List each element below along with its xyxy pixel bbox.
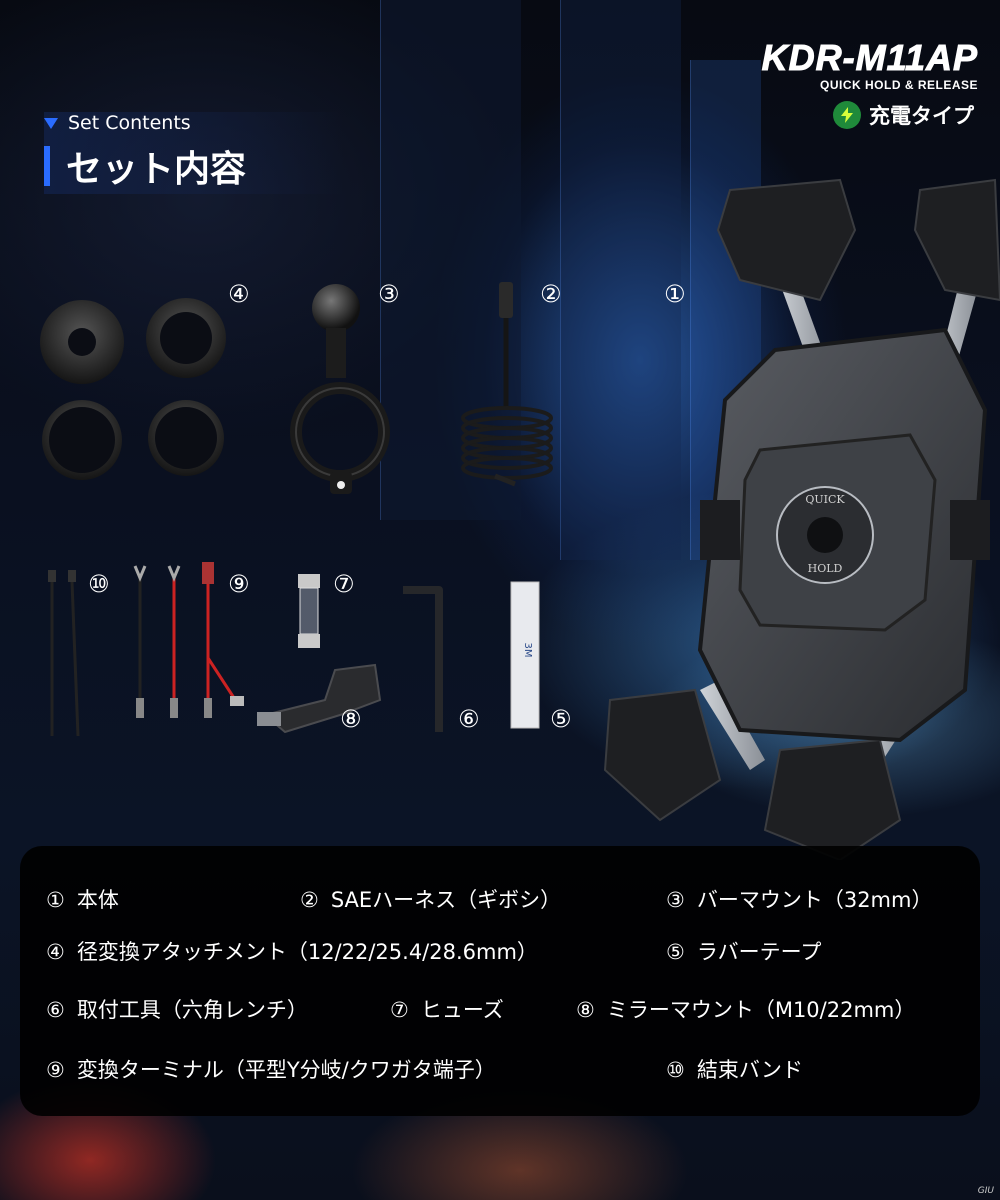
list-item: ⑧ ミラーマウント（M10/22mm）	[576, 994, 915, 1024]
section-title-en: Set Contents	[68, 112, 191, 134]
charge-type-label: 充電タイプ	[869, 104, 974, 128]
accent-bar	[44, 146, 50, 186]
cable-ties-image	[48, 570, 80, 737]
marker-5: ⑤	[550, 705, 572, 733]
brand-name: KDR-M11AP	[761, 37, 978, 78]
list-item-number: ⑩	[666, 1058, 685, 1082]
section-title-ja: セット内容	[66, 149, 247, 190]
list-item-number: ⑨	[46, 1058, 65, 1082]
marker-6: ⑥	[458, 705, 480, 733]
conversion-terminals-image	[133, 562, 244, 718]
background-building	[560, 0, 681, 560]
bar-mount-image	[290, 284, 390, 494]
list-item: ④ 径変換アタッチメント（12/22/25.4/28.6mm）	[46, 936, 538, 966]
fuse-image	[298, 574, 320, 648]
svg-text:3M: 3M	[522, 643, 533, 658]
list-item-number: ①	[46, 888, 65, 912]
marker-4: ④	[228, 280, 250, 308]
list-item-number: ⑦	[390, 998, 409, 1022]
marker-3: ③	[378, 280, 400, 308]
list-item: ① 本体	[46, 884, 119, 914]
list-item-number: ③	[666, 888, 685, 912]
brand-block: KDR-M11AP QUICK HOLD & RELEASE	[761, 37, 978, 92]
contents-list-panel: ① 本体 ② SAEハーネス（ギボシ） ③ バーマウント（32mm） ④ 径変換アタッチ…	[20, 846, 980, 1116]
list-item-number: ②	[300, 888, 319, 912]
lightning-charge-icon	[833, 101, 861, 129]
list-item-label: バーマウント（32mm）	[696, 888, 933, 912]
hold-label: HOLD	[808, 562, 843, 575]
list-item-number: ④	[46, 940, 65, 964]
list-item: ⑩ 結束バンド	[666, 1054, 803, 1084]
marker-1: ①	[664, 280, 686, 308]
list-item-label: ミラーマウント（M10/22mm）	[606, 998, 916, 1022]
sae-harness-image	[461, 282, 553, 487]
list-item: ⑥ 取付工具（六角レンチ）	[46, 994, 308, 1024]
section-title-en-row: Set Contents	[44, 112, 246, 134]
list-item-label: 本体	[76, 888, 119, 912]
corner-watermark: GIU	[977, 1186, 994, 1196]
diameter-adapter-rings-image	[40, 298, 226, 480]
triangle-down-icon	[44, 117, 58, 129]
list-item: ② SAEハーネス（ギボシ）	[300, 884, 561, 914]
list-item-label: 取付工具（六角レンチ）	[76, 998, 308, 1022]
phone-holder-main-unit-image: QUICK HOLD	[603, 178, 1000, 860]
marker-10: ⑩	[88, 570, 110, 598]
marker-2: ②	[540, 280, 562, 308]
charge-type-badge: 充電タイプ	[833, 100, 974, 130]
quick-label: QUICK	[805, 493, 845, 506]
list-item-number: ⑤	[666, 940, 685, 964]
rubber-tape-image: 3M	[510, 581, 540, 729]
list-item: ⑨ 変換ターミナル（平型Y分岐/クワガタ端子）	[46, 1054, 496, 1084]
background-building	[380, 0, 521, 520]
list-item: ③ バーマウント（32mm）	[666, 884, 932, 914]
marker-7: ⑦	[333, 570, 355, 598]
section-heading-backdrop	[44, 112, 344, 194]
mirror-mount-image	[257, 663, 382, 734]
section-title-ja-row: セット内容	[44, 140, 246, 192]
list-item-label: 径変換アタッチメント（12/22/25.4/28.6mm）	[76, 940, 538, 964]
list-item: ⑦ ヒューズ	[390, 994, 504, 1024]
list-item-label: SAEハーネス（ギボシ）	[330, 888, 562, 912]
section-heading: Set Contents セット内容	[44, 112, 246, 192]
list-item-number: ⑧	[576, 998, 595, 1022]
list-item: ⑤ ラバーテープ	[666, 936, 821, 966]
list-item-label: ヒューズ	[420, 998, 504, 1022]
list-item-number: ⑥	[46, 998, 65, 1022]
list-item-label: 結束バンド	[696, 1058, 803, 1082]
marker-9: ⑨	[228, 570, 250, 598]
list-item-label: ラバーテープ	[696, 940, 822, 964]
hex-wrench-image	[403, 586, 443, 732]
list-item-label: 変換ターミナル（平型Y分岐/クワガタ端子）	[76, 1058, 496, 1082]
brand-tagline: QUICK HOLD & RELEASE	[819, 78, 978, 92]
marker-8: ⑧	[340, 705, 362, 733]
